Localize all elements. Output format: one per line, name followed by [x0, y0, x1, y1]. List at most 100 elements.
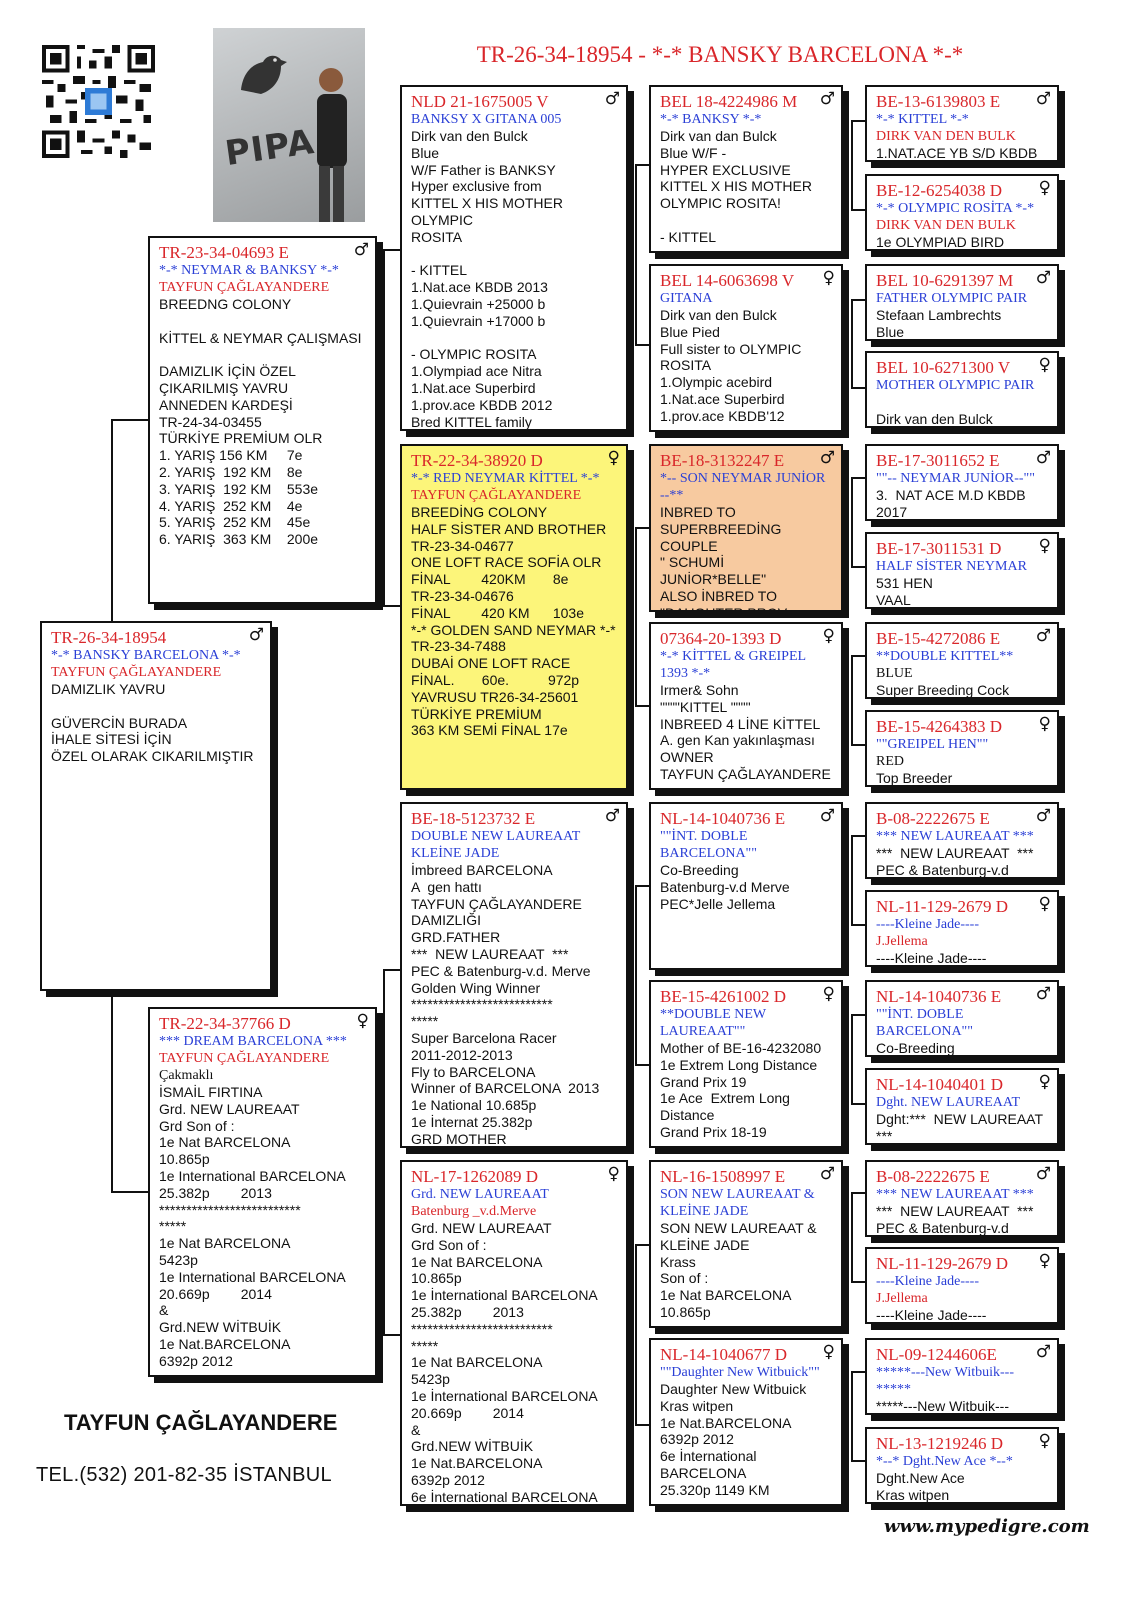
pigeon-info: İmbreed BARCELONA A gen hattı TAYFUN ÇAĞ…: [411, 862, 600, 1147]
pigeon-card-dam[interactable]: ♀ TR-22-34-37766 D *** DREAM BARCELONA *…: [148, 1007, 377, 1377]
pigeon-owner: DIRK VAN DEN BULK: [876, 218, 1016, 233]
pigeon-extra: BLUE: [876, 666, 913, 681]
male-icon: ♂: [819, 1164, 835, 1184]
pigeon-card-dam-sire[interactable]: ♂ BE-18-5123732 E DOUBLE NEW LAUREAAT KL…: [400, 802, 628, 1148]
pigeon-name: ""GREIPEL HEN"": [876, 737, 989, 752]
pigeon-card-dam-dam[interactable]: ♀ NL-17-1262089 D Grd. NEW LAUREAAT Bate…: [400, 1160, 628, 1506]
pigeon-info: BREEDİNG COLONY HALF SİSTER AND BROTHER …: [411, 504, 616, 739]
male-icon: ♂: [819, 806, 835, 826]
pigeon-card-mmmm[interactable]: ♀ NL-13-1219246 D *--* Dght.New Ace *--*…: [865, 1427, 1059, 1504]
pigeon-extra: Çakmaklı: [159, 1068, 214, 1083]
page-title: TR-26-34-18954 - *-* BANSKY BARCELONA *-…: [476, 42, 964, 67]
female-icon: ♀: [356, 1011, 369, 1031]
pigeon-card-fmfm[interactable]: ♀ BE-17-3011531 D HALF SİSTER NEYMAR 531…: [865, 532, 1059, 609]
ring-number: NL-14-1040401 D: [876, 1075, 1004, 1094]
pigeon-info: Co-Breeding Batenburg-v.d Merve PEC*Jell…: [660, 862, 790, 912]
pigeon-card-mfmf[interactable]: ♂ NL-14-1040736 E ""İNT. DOBLE BARCELONA…: [865, 980, 1059, 1057]
pigeon-name: *-* RED NEYMAR KİTTEL *-*: [411, 471, 600, 486]
pigeon-owner: J.Jellema: [876, 934, 928, 949]
pigeon-name: DOUBLE NEW LAUREAAT KLEİNE JADE: [411, 829, 581, 861]
breeder-photo: PIPA: [213, 28, 365, 222]
ring-number: NL-13-1219246 D: [876, 1434, 1004, 1453]
pigeon-card-ffm[interactable]: ♀ BEL 14-6063698 V GITANA Dirk van den B…: [649, 264, 843, 432]
male-icon: ♂: [819, 89, 835, 109]
ring-number: NLD 21-1675005 V: [411, 92, 549, 111]
ring-number: BE-15-4261002 D: [660, 987, 787, 1006]
pigeon-info: Dght.New Ace Kras witpen: [876, 1470, 965, 1503]
male-icon: ♂: [1035, 1342, 1051, 1362]
pigeon-card-ffff[interactable]: ♂ BE-13-6139803 E *-* KITTEL *-* DIRK VA…: [865, 85, 1059, 162]
female-icon: ♀: [822, 268, 835, 288]
pigeon-card-fmf[interactable]: ♂ BE-18-3132247 E *-- SON NEYMAR JUNİOR …: [649, 444, 843, 612]
pigeon-card-mfff[interactable]: ♂ B-08-2222675 E *** NEW LAUREAAT *** **…: [865, 802, 1059, 879]
pigeon-name: Dght. NEW LAUREAAT: [876, 1095, 1021, 1110]
pigeon-name: HALF SİSTER NEYMAR: [876, 559, 1027, 574]
pigeon-name: SON NEW LAUREAAT & KLEİNE JADE: [660, 1187, 815, 1219]
female-icon: ♀: [1038, 714, 1051, 734]
pigeon-card-fffm[interactable]: ♀ BE-12-6254038 D *-* OLYMPIC ROSİTA *-*…: [865, 174, 1059, 251]
female-icon: ♀: [822, 984, 835, 1004]
pigeon-card-sire-sire[interactable]: ♂ NLD 21-1675005 V BANKSY X GITANA 005 D…: [400, 85, 628, 431]
pigeon-card-mffm[interactable]: ♀ NL-11-129-2679 D ----Kleine Jade---- J…: [865, 890, 1059, 967]
female-icon: ♀: [607, 1164, 620, 1184]
pigeon-card-fmff[interactable]: ♂ BE-17-3011652 E ""-- NEYMAR JUNİOR--""…: [865, 444, 1059, 521]
pigeon-card-mmf[interactable]: ♂ NL-16-1508997 E SON NEW LAUREAAT & KLE…: [649, 1160, 843, 1328]
pigeon-info: Daughter New Witbuick Kras witpen 1e Nat…: [660, 1381, 807, 1498]
pigeon-card-ffmf[interactable]: ♂ BEL 10-6291397 M FATHER OLYMPIC PAIR S…: [865, 264, 1059, 341]
pigeon-info: Super Breeding Cock: [876, 682, 1010, 698]
ring-number: BEL 18-4224986 M: [660, 92, 798, 111]
female-icon: ♀: [1038, 1431, 1051, 1451]
pigeon-name: *--* Dght.New Ace *--*: [876, 1454, 1013, 1469]
pigeon-info: 3. NAT ACE M.D KBDB 2017: [876, 487, 1026, 520]
pigeon-card-subject[interactable]: ♂ TR-26-34-18954 *-* BANSKY BARCELONA *-…: [40, 621, 272, 991]
pigeon-card-mfm[interactable]: ♀ BE-15-4261002 D **DOUBLE NEW LAUREAAT"…: [649, 980, 843, 1148]
pigeon-logo-icon: [241, 55, 287, 94]
pigeon-card-sire[interactable]: ♂ TR-23-34-04693 E *-* NEYMAR & BANKSY *…: [148, 236, 377, 604]
ring-number: TR-26-34-18954: [51, 628, 167, 647]
ring-number: BE-15-4272086 E: [876, 629, 1001, 648]
female-icon: ♀: [607, 448, 620, 468]
male-icon: ♂: [1035, 626, 1051, 646]
ring-number: BE-18-5123732 E: [411, 809, 536, 828]
pigeon-name: *** DREAM BARCELONA ***: [159, 1034, 347, 1049]
ring-number: TR-22-34-38920 D: [411, 451, 543, 470]
pipa-sign-text: PIPA: [222, 121, 318, 175]
pigeon-info: ----Kleine Jade----: [876, 1307, 987, 1323]
pigeon-card-fff[interactable]: ♂ BEL 18-4224986 M *-* BANKSY *-* Dirk v…: [649, 85, 843, 253]
male-icon: ♂: [1035, 984, 1051, 1004]
ring-number: 07364-20-1393 D: [660, 629, 782, 648]
male-icon: ♂: [1035, 89, 1051, 109]
pigeon-card-sire-dam[interactable]: ♀ TR-22-34-38920 D *-* RED NEYMAR KİTTEL…: [400, 444, 628, 790]
pigeon-info: BREEDNG COLONY KİTTEL & NEYMAR ÇALIŞMASI…: [159, 296, 362, 548]
pigeon-name: ----Kleine Jade----: [876, 1274, 979, 1289]
pigeon-info: ----Kleine Jade----: [876, 950, 987, 966]
pigeon-info: 531 HEN VAAL: [876, 575, 933, 608]
pigeon-card-ffmm[interactable]: ♀ BEL 10-6271300 V MOTHER OLYMPIC PAIR D…: [865, 351, 1059, 428]
pigeon-owner: Batenburg _v.d.Merve: [411, 1204, 537, 1219]
female-icon: ♀: [822, 626, 835, 646]
breeder-name: TAYFUN ÇAĞLAYANDERE: [64, 1410, 338, 1435]
male-icon: ♂: [1035, 1164, 1051, 1184]
pigeon-name: ""İNT. DOBLE BARCELONA"": [876, 1007, 973, 1039]
pigeon-card-fmmf[interactable]: ♂ BE-15-4272086 E **DOUBLE KITTEL** BLUE…: [865, 622, 1059, 699]
male-icon: ♂: [604, 89, 620, 109]
male-icon: ♂: [1035, 806, 1051, 826]
pigeon-card-mff[interactable]: ♂ NL-14-1040736 E ""İNT. DOBLE BARCELONA…: [649, 802, 843, 970]
pigeon-card-mfmm[interactable]: ♀ NL-14-1040401 D Dght. NEW LAUREAAT Dgh…: [865, 1068, 1059, 1145]
pigeon-card-mmfm[interactable]: ♀ NL-11-129-2679 D ----Kleine Jade---- J…: [865, 1247, 1059, 1324]
pigeon-name: **DOUBLE KITTEL**: [876, 649, 1014, 664]
ring-number: BE-17-3011531 D: [876, 539, 1002, 558]
pigeon-card-fmmm[interactable]: ♀ BE-15-4264383 D ""GREIPEL HEN"" RED To…: [865, 710, 1059, 787]
pigeon-owner: DIRK VAN DEN BULK: [876, 129, 1016, 144]
ring-number: NL-14-1040736 E: [876, 987, 1002, 1006]
pigeon-card-fmm[interactable]: ♀ 07364-20-1393 D *-* KİTTEL & GREIPEL 1…: [649, 622, 843, 790]
ring-number: BEL 14-6063698 V: [660, 271, 795, 290]
pigeon-card-mmmf[interactable]: ♂ NL-09-1244606E *****---New Witbuik--- …: [865, 1338, 1059, 1415]
pigeon-name: ""-- NEYMAR JUNİOR--"": [876, 471, 1035, 486]
pigeon-info: Irmer& Sohn """"KITTEL """" INBREED 4 Lİ…: [660, 682, 831, 782]
pigeon-owner: TAYFUN ÇAĞLAYANDERE: [51, 665, 222, 680]
pigeon-card-mmm[interactable]: ♀ NL-14-1040677 D ""Daughter New Witbuic…: [649, 1338, 843, 1506]
ring-number: NL-17-1262089 D: [411, 1167, 539, 1186]
pigeon-info: DAMIZLIK YAVRU GÜVERCİN BURADA İHALE SİT…: [51, 681, 254, 765]
pigeon-card-mmff[interactable]: ♂ B-08-2222675 E *** NEW LAUREAAT *** **…: [865, 1160, 1059, 1237]
